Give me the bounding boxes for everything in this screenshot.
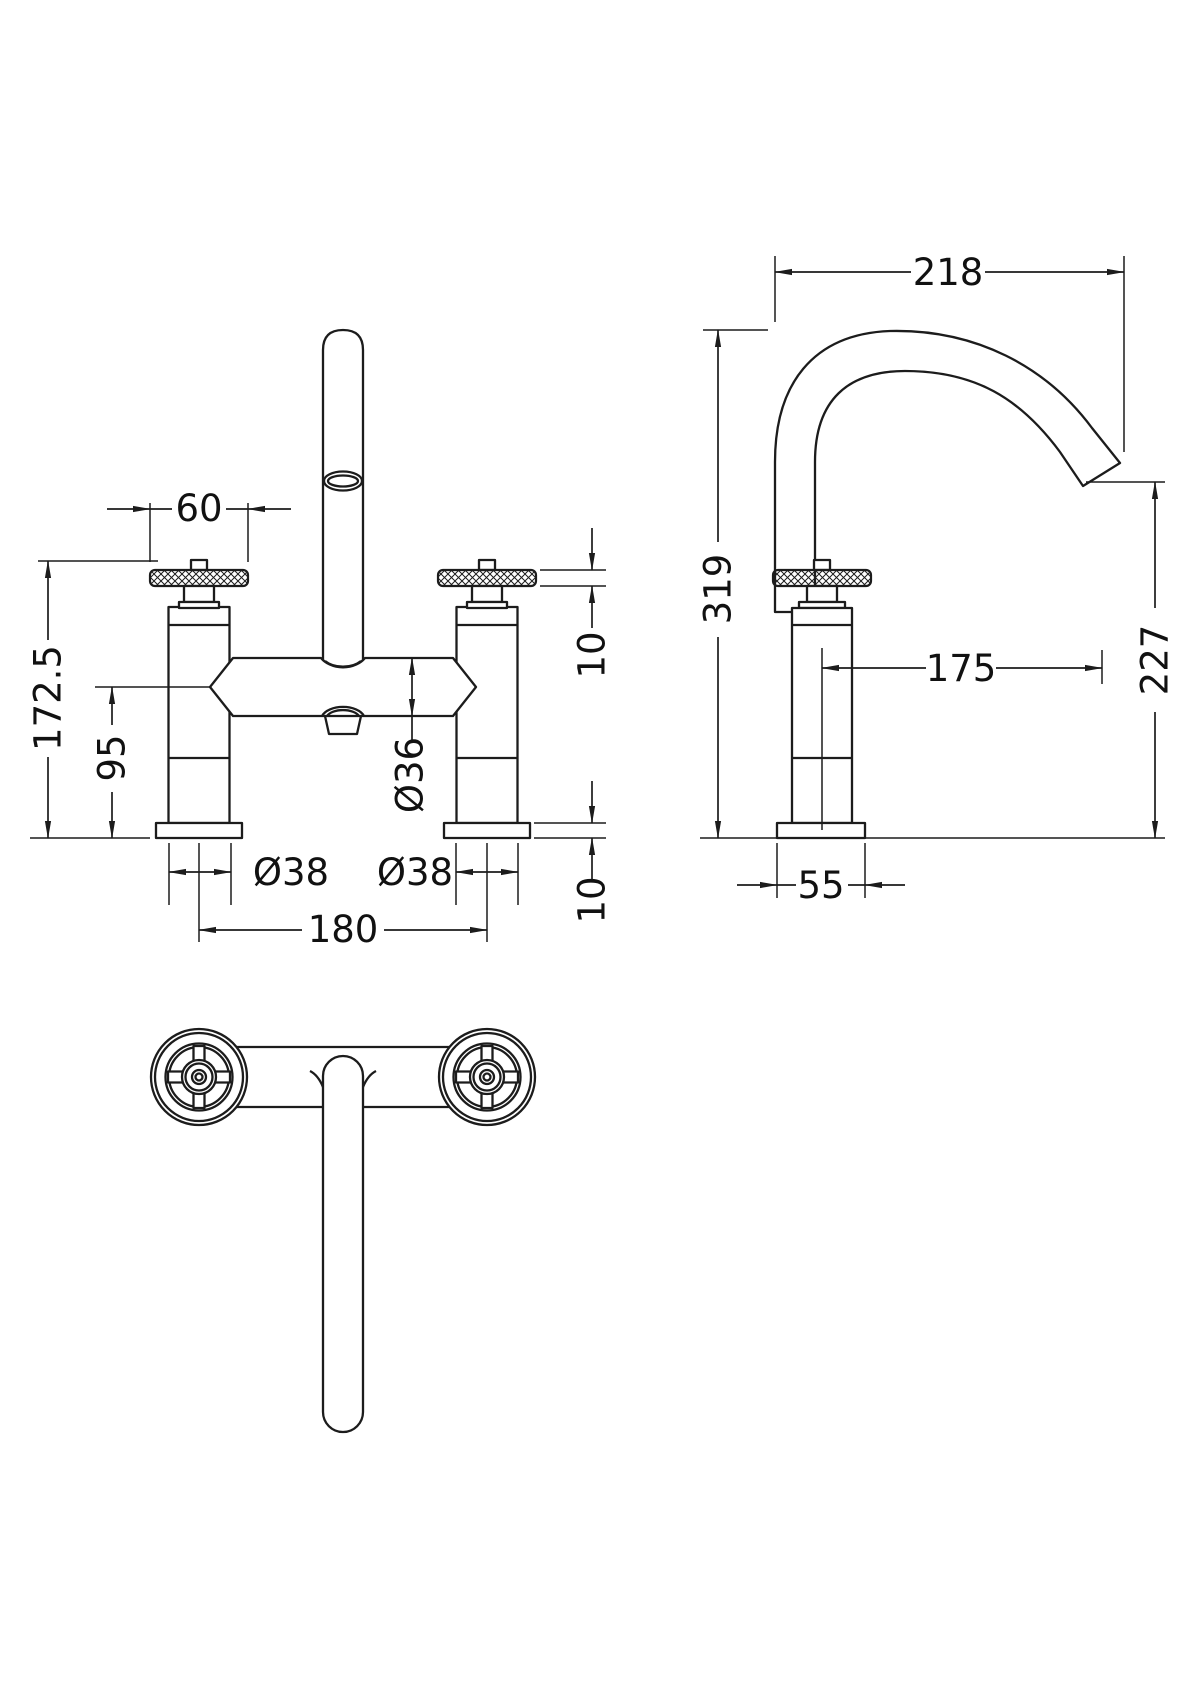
plan-spout — [321, 1054, 365, 1434]
plan-view — [149, 1027, 537, 1434]
dim-body-center-height: 95 — [91, 686, 210, 839]
front-right-pillar — [442, 605, 532, 840]
dim-body-diameter-label: Ø36 — [389, 737, 432, 813]
front-diverter-skirt — [323, 715, 363, 736]
dim-handle-width-label: 60 — [175, 487, 222, 530]
front-diverter-inner — [326, 708, 360, 717]
dim-body-center-height-label: 95 — [91, 734, 134, 781]
front-spout-outlet-inner — [326, 474, 360, 488]
dim-pillar-diameter-right: Ø38 — [377, 843, 519, 905]
front-view: 60 172.5 95 10 Ø36 — [27, 328, 614, 951]
front-left-handle — [148, 558, 250, 610]
plan-right-handwheel — [437, 1027, 537, 1127]
dim-spout-projection-label: 175 — [926, 647, 997, 690]
dim-handle-thickness: 10 — [540, 528, 614, 679]
plan-left-handwheel — [149, 1027, 249, 1127]
dim-body-diameter: Ø36 — [389, 657, 432, 813]
plan-spout-fillet-right — [361, 1069, 377, 1088]
dim-pillar-spacing: 180 — [198, 843, 488, 951]
dim-base-thickness: 10 — [534, 781, 614, 924]
front-left-pillar — [154, 605, 244, 840]
dim-pillar-diameter-left-label: Ø38 — [253, 851, 329, 894]
dim-overall-height-label: 319 — [697, 554, 740, 625]
dim-pillar-diameter-right-label: Ø38 — [377, 851, 453, 894]
front-spout-outlet-outer — [322, 470, 364, 492]
dim-base-width-label: 55 — [797, 864, 844, 907]
dim-total-height: 172.5 — [27, 560, 158, 839]
plan-spout-fillet-left — [309, 1069, 325, 1088]
dim-pillar-diameter-left: Ø38 — [168, 843, 329, 905]
dim-outlet-height-label: 227 — [1134, 625, 1177, 696]
dim-base-width: 55 — [737, 843, 905, 907]
dim-handle-thickness-label: 10 — [571, 631, 614, 678]
dim-spout-projection: 175 — [821, 647, 1103, 830]
dim-base-thickness-label: 10 — [571, 876, 614, 923]
front-right-handle — [436, 558, 538, 610]
front-body-saddle — [324, 660, 362, 668]
dim-spout-reach: 218 — [774, 251, 1125, 452]
dim-pillar-spacing-label: 180 — [308, 908, 379, 951]
front-spout-pipe — [321, 328, 365, 670]
side-view: 218 319 175 227 — [697, 251, 1177, 907]
dim-handle-width: 60 — [107, 487, 291, 562]
front-right-base-plate — [442, 821, 532, 840]
side-base-plate — [775, 821, 867, 840]
front-diverter — [320, 705, 366, 717]
front-left-base-plate — [154, 821, 244, 840]
dim-spout-reach-label: 218 — [913, 251, 984, 294]
dim-outlet-height: 227 — [1086, 481, 1177, 839]
dim-overall-height: 319 — [697, 329, 768, 839]
side-spout — [773, 329, 1122, 614]
dim-total-height-label: 172.5 — [27, 645, 70, 751]
